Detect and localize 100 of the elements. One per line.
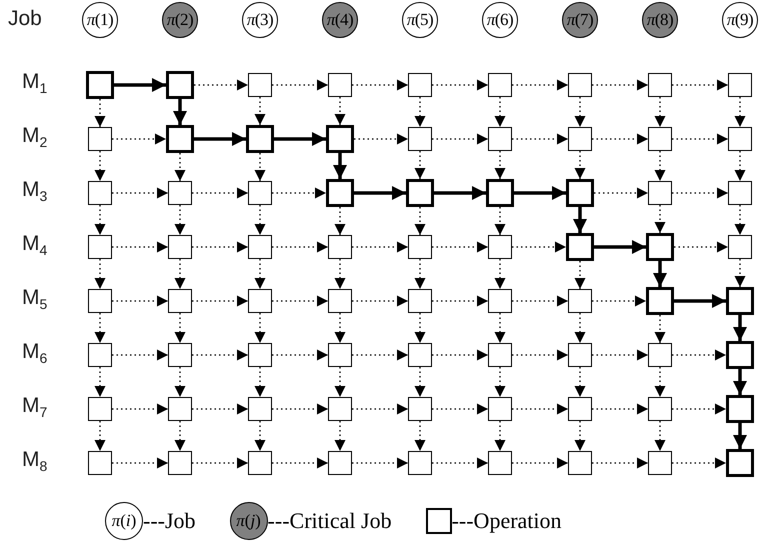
operation-box <box>248 181 272 205</box>
arrow <box>254 367 266 397</box>
critical-path-arrow <box>674 294 726 308</box>
arrow <box>254 421 266 451</box>
arrow <box>192 296 248 306</box>
critical-path-arrow <box>653 261 667 287</box>
job-circle: π(3) <box>242 2 278 38</box>
operation-box <box>488 73 512 97</box>
machine-label: M$_{5}$ <box>22 286 48 312</box>
operation-box <box>408 127 432 151</box>
machine-label: M$_{4}$ <box>22 232 48 258</box>
arrow <box>414 207 426 235</box>
machine-label: M$_{3}$ <box>22 178 48 204</box>
operation-box <box>328 451 352 475</box>
operation-box <box>328 289 352 313</box>
operation-box <box>488 289 512 313</box>
critical-operation-box <box>406 179 434 207</box>
arrow <box>512 242 566 252</box>
arrow <box>352 80 408 90</box>
arrow <box>174 205 186 235</box>
arrow <box>654 205 666 233</box>
machine-label: M$_{2}$ <box>22 124 48 150</box>
legend-text: ---Operation <box>452 508 562 534</box>
arrow <box>592 458 648 468</box>
arrow <box>112 458 168 468</box>
operation-box <box>568 343 592 367</box>
operation-box <box>568 451 592 475</box>
arrow <box>734 151 746 181</box>
arrow <box>432 134 488 144</box>
arrow <box>512 80 568 90</box>
arrow <box>174 421 186 451</box>
arrow <box>414 367 426 397</box>
operation-box <box>328 397 352 421</box>
operation-box <box>728 127 752 151</box>
arrow <box>112 188 168 198</box>
operation-box <box>168 343 192 367</box>
arrow <box>94 421 106 451</box>
arrow <box>512 458 568 468</box>
job-circle: π(5) <box>402 2 438 38</box>
operation-box <box>728 235 752 259</box>
arrow <box>352 296 408 306</box>
arrow <box>574 421 586 451</box>
critical-path-arrow <box>733 369 747 395</box>
arrow <box>334 367 346 397</box>
critical-operation-box <box>726 395 754 423</box>
operation-box <box>248 235 272 259</box>
arrow <box>174 153 186 181</box>
arrow <box>414 421 426 451</box>
arrow <box>512 134 568 144</box>
arrow <box>272 242 328 252</box>
arrow <box>192 242 248 252</box>
arrow <box>494 259 506 289</box>
critical-operation-box <box>726 287 754 315</box>
operation-box <box>648 343 672 367</box>
operation-box <box>568 73 592 97</box>
critical-path-arrow <box>333 153 347 179</box>
critical-job-circle: π(4) <box>322 2 358 38</box>
arrow <box>494 97 506 127</box>
job-circle: π(9) <box>722 2 758 38</box>
arrow <box>192 350 248 360</box>
operation-box <box>88 127 112 151</box>
critical-operation-box <box>166 125 194 153</box>
arrow <box>672 404 726 414</box>
arrow <box>432 80 488 90</box>
arrow <box>272 188 326 198</box>
arrow <box>192 458 248 468</box>
machine-label: M$_{7}$ <box>22 394 48 420</box>
arrow <box>654 367 666 397</box>
operation-box <box>488 397 512 421</box>
critical-job-circle: π(7) <box>562 2 598 38</box>
operation-box <box>408 235 432 259</box>
critical-operation-box <box>566 179 594 207</box>
arrow <box>354 134 408 144</box>
arrow <box>174 259 186 289</box>
arrow <box>352 404 408 414</box>
arrow <box>94 367 106 397</box>
critical-operation-box <box>726 449 754 477</box>
arrow <box>494 313 506 343</box>
arrow <box>592 404 648 414</box>
arrow <box>352 458 408 468</box>
critical-path-arrow <box>194 132 246 146</box>
operation-box <box>88 451 112 475</box>
operation-box <box>168 181 192 205</box>
arrow <box>494 151 506 179</box>
arrow <box>192 404 248 414</box>
arrow <box>254 153 266 181</box>
arrow <box>672 188 728 198</box>
arrow <box>334 259 346 289</box>
legend-text: ---Job <box>143 508 196 534</box>
arrow <box>254 259 266 289</box>
legend-symbol: π(j) <box>236 511 261 531</box>
legend-symbol: π(i) <box>112 511 136 531</box>
arrow <box>414 97 426 127</box>
arrow <box>512 404 568 414</box>
operation-box <box>248 451 272 475</box>
arrow <box>574 367 586 397</box>
operation-box <box>648 127 672 151</box>
operation-box <box>328 73 352 97</box>
operation-box <box>648 397 672 421</box>
arrow <box>414 151 426 179</box>
